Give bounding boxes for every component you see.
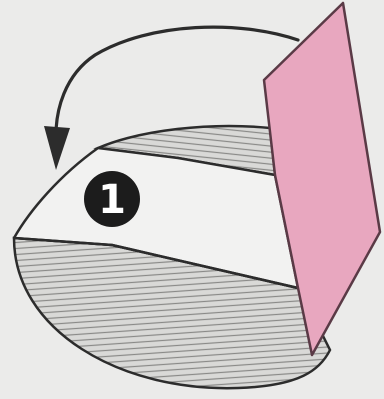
curved-arrow-icon [56,27,298,140]
arrow-head-icon [44,126,70,170]
step-number-badge: 1 [84,171,140,227]
step-number-text: 1 [98,177,126,223]
